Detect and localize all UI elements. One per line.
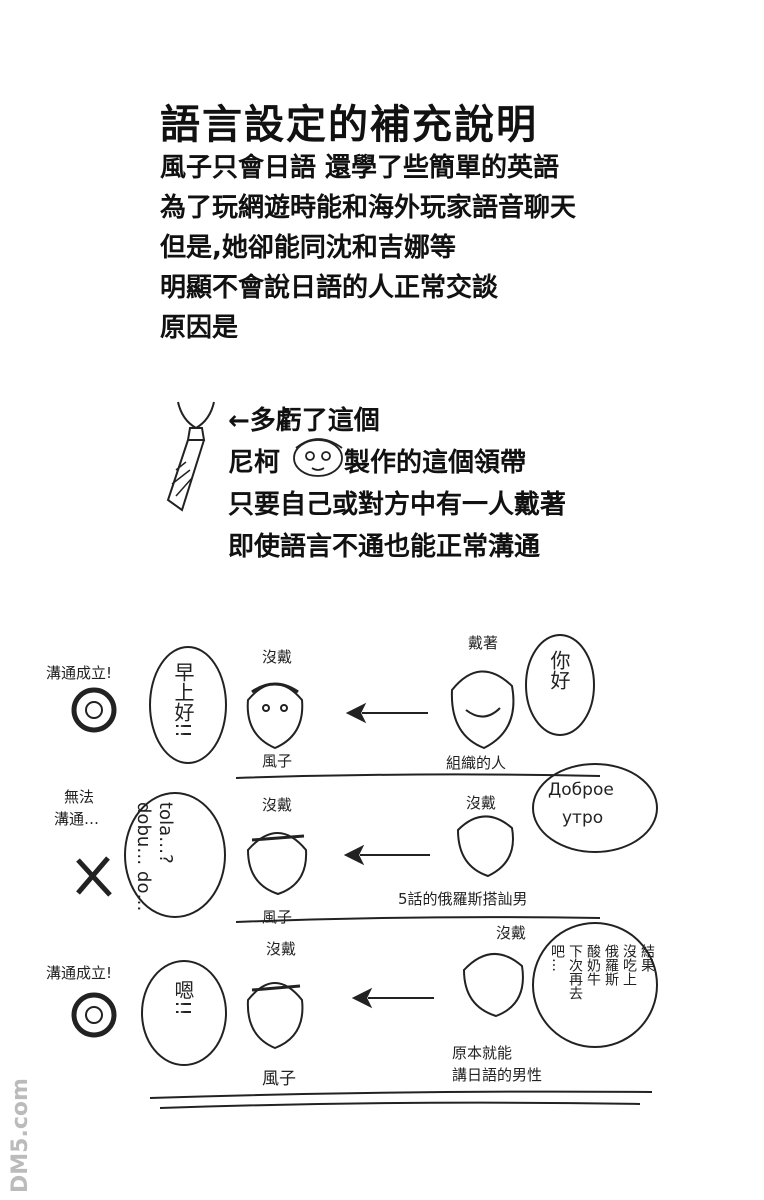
result-label: 溝通成立!: [46, 664, 113, 682]
result-label-line: 無法: [64, 788, 95, 806]
speech-column: 酸奶牛: [585, 944, 601, 986]
tie-drawing: [166, 401, 215, 512]
speech-bubble-text: утро: [562, 808, 604, 828]
character-label: 沒戴: [266, 940, 297, 958]
tie-explanation: ←多虧了這個 尼柯 製作的這個領帶 只要自己或對方中有一人戴著 即使語言不通也能正…: [228, 400, 566, 568]
intro-line: 原因是: [160, 313, 239, 343]
speech-bubble-text: Доброе: [548, 780, 614, 800]
character-label: 沒戴: [496, 924, 527, 942]
character-name: 風子: [262, 1069, 296, 1089]
tie-line-prefix: 尼柯: [228, 448, 281, 478]
intro-line: 明顯不會說日語的人正常交談: [160, 273, 499, 303]
speech-column: 沒吃上: [621, 944, 637, 986]
tie-line: ←多虧了這個: [228, 406, 380, 436]
panel-1-drawing: [71, 634, 601, 779]
speech-bubble-text: 你好: [547, 650, 571, 690]
speech-column: 俄羅斯: [603, 944, 619, 986]
speech-bubble-text: 早上好!!: [171, 662, 195, 739]
speech-line: do…: [133, 871, 154, 912]
speech-line: dobu…: [133, 802, 154, 866]
speech-bubble-text: tola…? dobu… do…: [132, 802, 176, 912]
speech-column: 結果: [639, 944, 655, 972]
page-title: 語言設定的補充說明: [160, 102, 538, 148]
speech-line: tola…?: [155, 802, 176, 864]
character-label: 戴著: [468, 634, 499, 652]
intro-text: 風子只會日語 還學了些簡單的英語 為了玩網遊時能和海外玩家語音聊天 但是,她卻能…: [160, 148, 576, 348]
intro-line: 但是,她卻能同沈和吉娜等: [160, 233, 456, 263]
tie-line-suffix: 製作的這個領帶: [344, 448, 527, 478]
tie-line: 即使語言不通也能正常溝通: [228, 532, 541, 562]
panel-3-drawing: [71, 922, 658, 1109]
character-name: 原本就能: [452, 1044, 513, 1062]
nico-face-doodle: [293, 438, 343, 477]
tie-line: 尼柯 製作的這個領帶: [228, 442, 566, 484]
result-label: 溝通成立!: [46, 964, 113, 982]
watermark-logo: DM5.com: [8, 1078, 33, 1193]
speech-column: 吧…: [549, 944, 565, 972]
speech-bubble-text: 嗯!!: [171, 980, 195, 1017]
character-label: 沒戴: [262, 796, 293, 814]
character-label: 沒戴: [466, 794, 497, 812]
character-label: 沒戴: [262, 648, 293, 666]
character-name: 組織的人: [446, 754, 507, 772]
speech-bubble-text: 結果 沒吃上 俄羅斯 酸奶牛 下次再去 吧…: [548, 944, 655, 1030]
character-name: 講日語的男性: [452, 1066, 543, 1084]
character-name: 5話的俄羅斯搭訕男: [398, 890, 528, 908]
tie-line: 只要自己或對方中有一人戴著: [228, 490, 567, 520]
character-name: 風子: [262, 908, 293, 926]
intro-line: 風子只會日語 還學了些簡單的英語: [160, 153, 560, 183]
panel-2-drawing: [76, 763, 658, 923]
speech-column: 下次再去: [567, 944, 583, 1000]
result-label-line: 溝通…: [54, 810, 100, 828]
intro-line: 為了玩網遊時能和海外玩家語音聊天: [160, 193, 577, 223]
character-name: 風子: [262, 752, 293, 770]
